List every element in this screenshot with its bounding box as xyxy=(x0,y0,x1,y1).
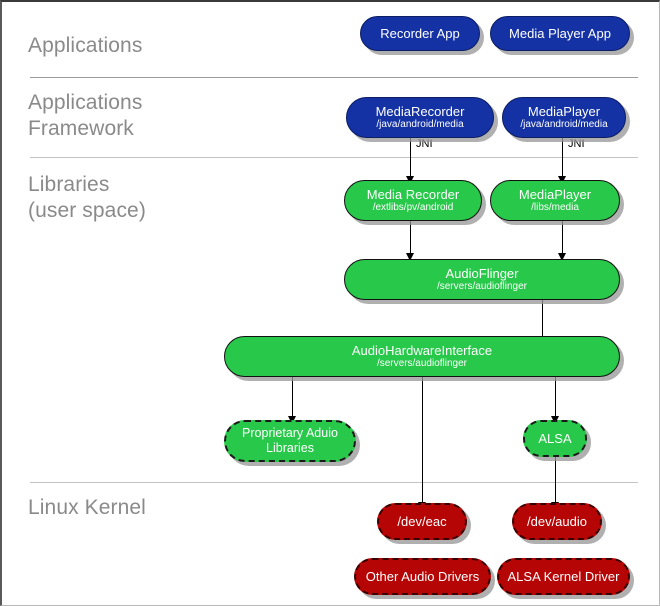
node-audio-hardware-interface[interactable]: AudioHardwareInterface /servers/audiofli… xyxy=(224,336,620,377)
connector-mediarecorderlib-audioflinger xyxy=(410,221,412,257)
node-media-player-framework-title: MediaPlayer xyxy=(527,104,601,119)
layer-label-linux-kernel: Linux Kernel xyxy=(28,496,146,519)
connector-ahi-proprietary xyxy=(292,377,294,420)
node-alsa-kernel-driver[interactable]: ALSA Kernel Driver xyxy=(497,558,630,595)
node-audio-flinger-title: AudioFlinger xyxy=(445,266,519,281)
node-audio-flinger-path: /servers/audioflinger xyxy=(436,281,528,292)
edge-label-jni-right: JNI xyxy=(568,138,585,150)
node-other-audio-drivers-title: Other Audio Drivers xyxy=(365,569,480,584)
edge-label-jni-left: JNI xyxy=(416,138,433,150)
node-alsa-kernel-driver-title: ALSA Kernel Driver xyxy=(507,569,620,584)
divider-applications xyxy=(30,77,638,78)
node-audio-flinger[interactable]: AudioFlinger /servers/audioflinger xyxy=(344,259,620,300)
node-audio-hardware-interface-path: /servers/audioflinger xyxy=(376,358,468,369)
divider-libraries xyxy=(30,482,638,483)
connector-mediarecorder-jni xyxy=(410,138,412,180)
connector-ahi-alsa xyxy=(555,377,557,420)
node-dev-eac-title: /dev/eac xyxy=(397,514,447,529)
node-media-player-library-path: /libs/media xyxy=(531,202,579,213)
arrowhead-mediaplayerlib-audioflinger xyxy=(558,253,566,261)
node-media-recorder-library-path: /extlibs/pv/android xyxy=(372,202,454,213)
node-recorder-app-title: Recorder App xyxy=(380,26,460,41)
node-dev-eac[interactable]: /dev/eac xyxy=(377,503,467,540)
node-dev-audio[interactable]: /dev/audio xyxy=(512,503,602,540)
node-dev-audio-title: /dev/audio xyxy=(527,514,587,529)
node-media-player-framework-path: /java/android/media xyxy=(520,119,608,130)
layer-label-applications-framework: Applications Framework xyxy=(28,91,143,140)
connector-audioflinger-audiohardwareinterface xyxy=(542,300,544,340)
node-media-player-app-title: Media Player App xyxy=(509,26,611,41)
node-proprietary-audio-libraries-title: Proprietary Aduio Libraries xyxy=(242,426,338,455)
node-media-player-library-title: MediaPlayer xyxy=(518,187,592,202)
node-other-audio-drivers[interactable]: Other Audio Drivers xyxy=(354,558,491,595)
layer-label-applications: Applications xyxy=(28,34,143,57)
node-media-player-app[interactable]: Media Player App xyxy=(490,16,630,51)
node-recorder-app[interactable]: Recorder App xyxy=(360,16,480,51)
connector-mediaplayerlib-audioflinger xyxy=(562,221,564,257)
node-alsa[interactable]: ALSA xyxy=(523,420,587,457)
layer-label-libraries: Libraries (user space) xyxy=(28,173,146,222)
arrowhead-mediarecorderlib-audioflinger xyxy=(406,253,414,261)
node-media-player-library[interactable]: MediaPlayer /libs/media xyxy=(490,180,620,221)
node-alsa-title: ALSA xyxy=(538,431,572,446)
node-media-recorder-framework-title: MediaRecorder xyxy=(375,104,465,119)
connector-ahi-dev-eac xyxy=(422,377,424,508)
node-media-recorder-library[interactable]: Media Recorder /extlibs/pv/android xyxy=(344,180,482,221)
node-media-player-framework[interactable]: MediaPlayer /java/android/media xyxy=(502,97,626,138)
node-media-recorder-framework-path: /java/android/media xyxy=(376,119,464,130)
node-media-recorder-library-title: Media Recorder xyxy=(366,187,460,202)
connector-mediaplayer-jni xyxy=(562,138,564,180)
node-media-recorder-framework[interactable]: MediaRecorder /java/android/media xyxy=(346,97,494,138)
divider-applications-framework xyxy=(30,157,638,158)
node-audio-hardware-interface-title: AudioHardwareInterface xyxy=(351,343,493,358)
connector-alsa-dev-audio xyxy=(555,457,557,508)
node-proprietary-audio-libraries[interactable]: Proprietary Aduio Libraries xyxy=(224,420,356,462)
